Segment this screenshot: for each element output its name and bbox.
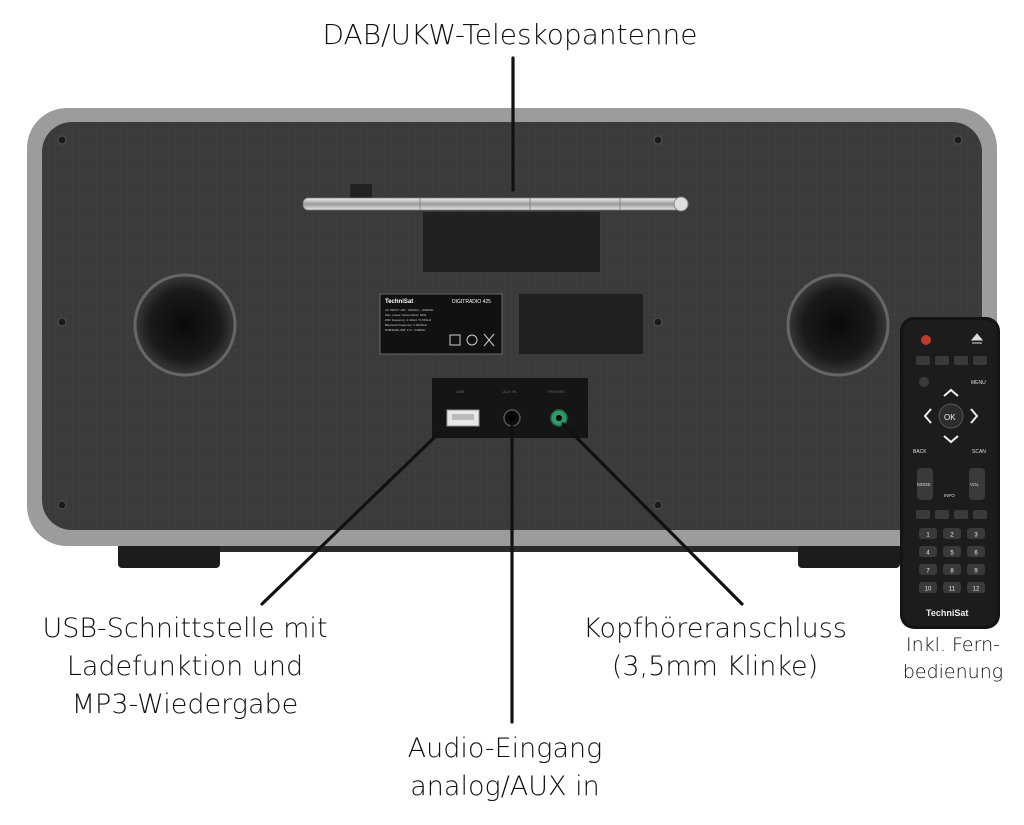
label-remote-line-1: Inkl. Fern- [906, 634, 1000, 656]
remote-number-label: 12 [973, 587, 980, 593]
port-label-phones: PHONES [548, 389, 565, 394]
remote-number-label: 4 [926, 551, 930, 557]
label-remote-line-2: bedienung [902, 661, 1004, 683]
remote-number-button [943, 528, 961, 539]
remote-info-label: INFO [944, 493, 955, 498]
telescopic-antenna [302, 184, 689, 212]
label-usb: USB-Schnittstelle mit Ladefunktion und M… [20, 610, 350, 724]
connector-panel: USB AUX IN PHONES [432, 378, 588, 438]
speaker-port-left [133, 273, 237, 377]
leader-headphones [561, 422, 744, 606]
base-shadow [220, 542, 798, 552]
remote-eject-icon [970, 333, 984, 344]
remote-number-label: 6 [974, 551, 978, 557]
remote-number-button [967, 564, 985, 575]
rating-line-3: WiFi frequency: 2.4GHz / 5.15GHz [385, 318, 432, 322]
antenna-cover-plate [423, 212, 600, 272]
remote-back-label: BACK [913, 449, 927, 455]
remote-down-icon [943, 435, 959, 444]
rating-brand: TechniSat [385, 299, 413, 305]
rating-line-5: DAB/DAB+/FM: 174 - 240MHz [385, 328, 426, 332]
aux-in-jack [503, 409, 521, 427]
label-headphones-line-1: Kopfhöreranschluss [583, 613, 847, 644]
remote-number-label: 10 [925, 587, 932, 593]
remote-number-button [919, 582, 937, 593]
label-headphones: Kopfhöreranschluss (3,5mm Klinke) [560, 610, 870, 686]
remote-scan-label: SCAN [972, 449, 986, 455]
remote-number-button [943, 582, 961, 593]
label-antenna: DAB/UKW-Teleskopantenne [290, 18, 730, 51]
port-label-usb: USB [456, 389, 465, 394]
label-remote: Inkl. Fern- bedienung [885, 632, 1021, 686]
remote-number-label: 9 [974, 569, 978, 575]
remote-ok-label: OK [944, 413, 956, 422]
remote-number-button [943, 564, 961, 575]
remote-number-label: 7 [926, 569, 930, 575]
cover-plate-right [519, 294, 643, 354]
label-aux-line-2: analog/AUX in [410, 771, 600, 802]
label-usb-line-3: MP3-Wiedergabe [71, 689, 299, 720]
remote-number-label: 3 [974, 533, 978, 539]
remote-mode-label: MODE [917, 482, 931, 487]
speaker-port-right [786, 273, 890, 377]
label-aux-line-1: Audio-Eingang [407, 733, 603, 764]
remote-up-icon [943, 388, 959, 397]
remote-number-button [967, 528, 985, 539]
label-aux: Audio-Eingang analog/AUX in [375, 730, 635, 806]
remote-number-button [967, 582, 985, 593]
label-usb-line-2: Ladefunktion und [66, 651, 304, 682]
remote-number-label: 8 [950, 569, 954, 575]
remote-power-icon [921, 335, 931, 345]
remote-menu-label: MENU [971, 380, 986, 386]
remote-ok-button [938, 403, 964, 429]
remote-number-button [919, 528, 937, 539]
remote-number-label: 1 [926, 533, 930, 539]
remote-number-button [943, 546, 961, 557]
rating-label: TechniSat DIGITRADIO 425 AC INPUT: 100 -… [379, 293, 503, 355]
remote-number-button [967, 546, 985, 557]
headphone-jack [550, 409, 568, 427]
remote-number-label: 11 [949, 587, 956, 593]
leader-lines [260, 56, 744, 724]
rating-line-1: AC INPUT: 100 - 240VAC ~ 50/60Hz [385, 308, 434, 312]
remote-vol-label: VOL [970, 482, 980, 487]
usb-port [446, 409, 480, 427]
label-usb-line-1: USB-Schnittstelle mit [42, 613, 328, 644]
remote-number-label: 5 [950, 551, 954, 557]
remote-right-icon [970, 408, 979, 424]
remote-number-label: 2 [950, 533, 954, 539]
remote-number-button [919, 564, 937, 575]
remote-left-icon [923, 408, 932, 424]
leader-usb [260, 430, 442, 606]
rating-line-4: Bluetooth frequency: 2.402GHz [385, 323, 427, 327]
label-headphones-line-2: (3,5mm Klinke) [611, 651, 819, 682]
remote-number-button [919, 546, 937, 557]
rating-model: DIGITRADIO 425 [452, 299, 491, 305]
remote-brand: TechniSat [926, 608, 968, 618]
rating-line-2: Max. power consumption: 60W [385, 313, 426, 317]
port-label-aux: AUX IN [503, 389, 516, 394]
label-antenna-text: DAB/UKW-Teleskopantenne [322, 18, 698, 51]
cabinet-back-panel [42, 122, 982, 530]
